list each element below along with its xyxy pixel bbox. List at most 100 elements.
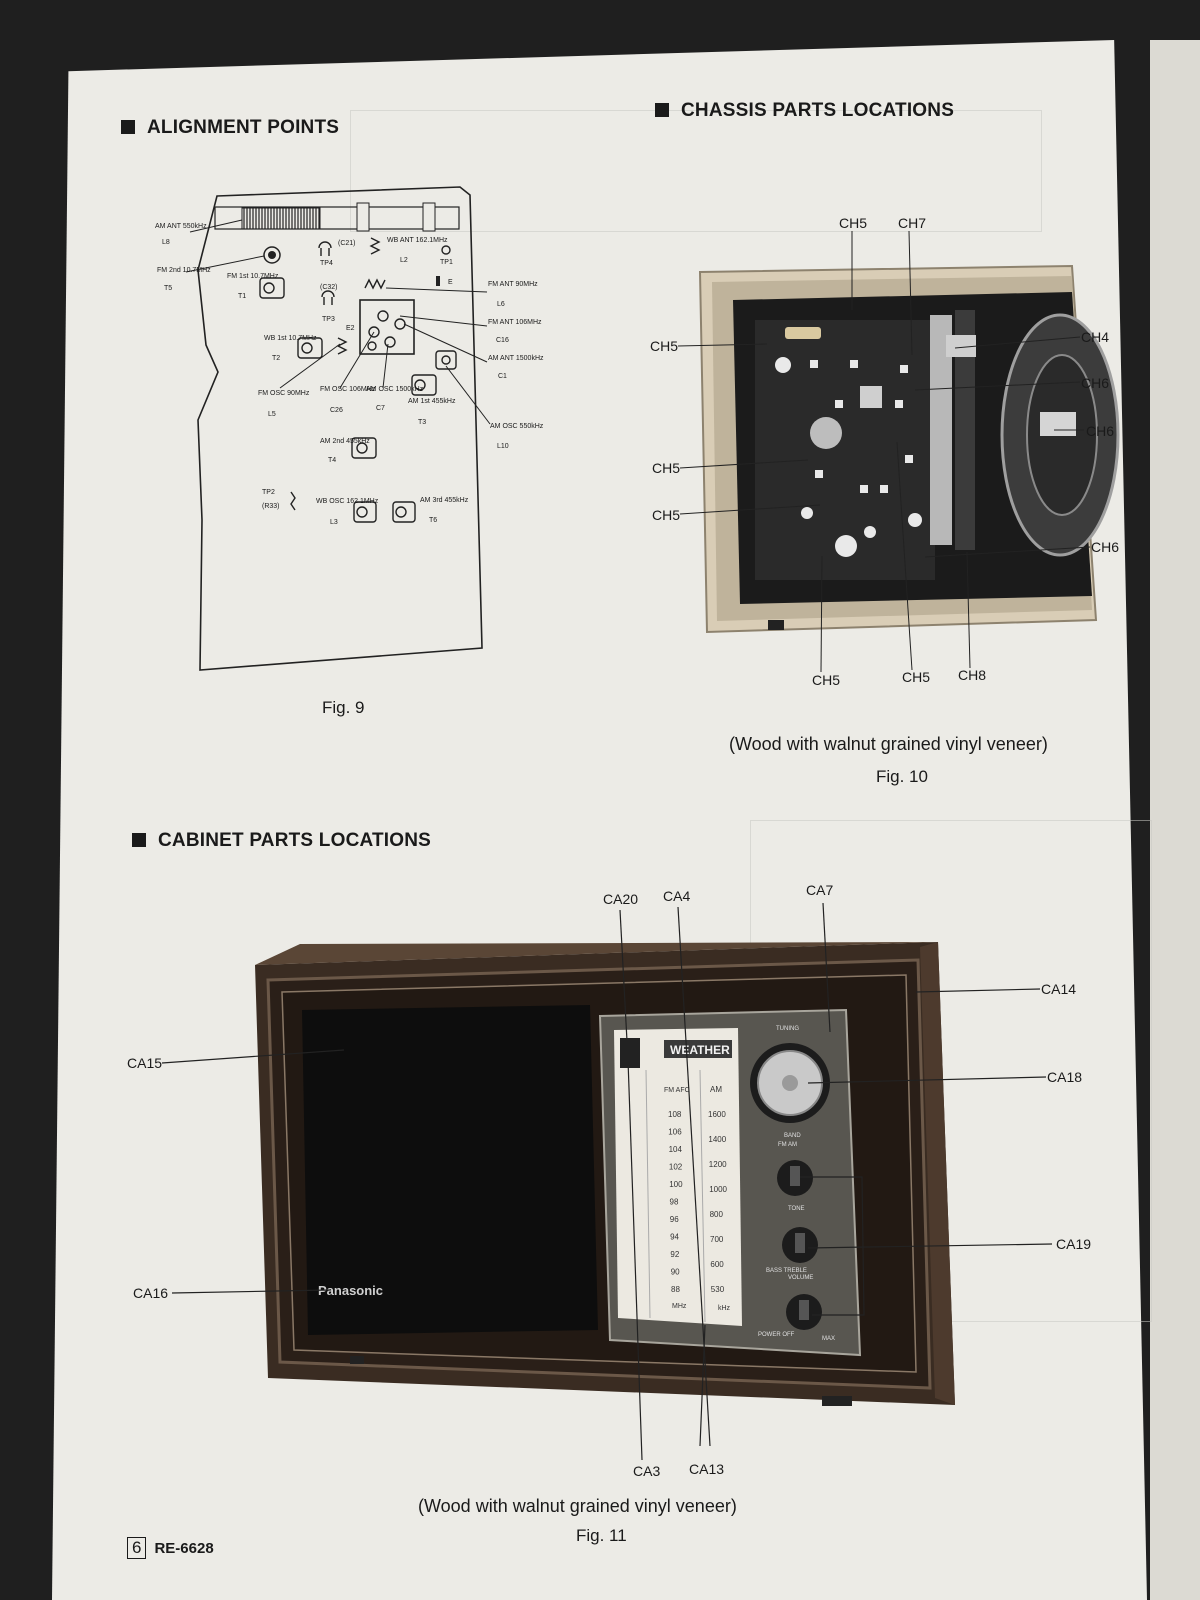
- label-ca18: CA18: [1047, 1069, 1082, 1085]
- label-ch5-bottom1: CH5: [812, 672, 840, 688]
- am-scale-mark: 800: [710, 1210, 724, 1219]
- label-t5: T5: [164, 285, 172, 292]
- band-options: FM AM: [778, 1142, 797, 1148]
- label-tp4: TP4: [320, 260, 333, 267]
- label-c16: C16: [496, 337, 509, 344]
- fm-scale-mark: 90: [671, 1268, 680, 1277]
- bleed-through-schematic: [350, 110, 1042, 232]
- label-t4: T4: [328, 457, 336, 464]
- label-ca13: CA13: [689, 1461, 724, 1477]
- label-am3rd: AM 3rd 455kHz: [420, 497, 469, 504]
- label-r33: (R33): [262, 503, 280, 510]
- max-label: MAX: [822, 1336, 835, 1342]
- label-am1st: AM 1st 455kHz: [408, 398, 456, 405]
- label-l6: L6: [497, 301, 505, 308]
- label-ch6-b: CH6: [1086, 423, 1114, 439]
- fm-scale-mark: 88: [671, 1285, 680, 1294]
- power-label: POWER OFF: [758, 1332, 795, 1338]
- fm-scale-mark: 94: [670, 1233, 679, 1242]
- label-ca7: CA7: [806, 882, 833, 898]
- label-wb1st: WB 1st 10.7MHz: [264, 335, 317, 342]
- label-fm-ant-90: FM ANT 90MHz: [488, 281, 538, 288]
- label-ch5-left1: CH5: [650, 338, 678, 354]
- label-t6: T6: [429, 517, 437, 524]
- label-ch5-bottom2: CH5: [902, 669, 930, 685]
- fig11-caption: (Wood with walnut grained vinyl veneer): [418, 1496, 737, 1516]
- label-ca14: CA14: [1041, 981, 1076, 997]
- fm-scale-mark: 92: [670, 1250, 679, 1259]
- label-tp1: TP1: [440, 259, 453, 266]
- am-scale-mark: 1400: [708, 1135, 726, 1144]
- label-t1: T1: [238, 293, 246, 300]
- am-scale-mark: 1600: [708, 1110, 726, 1119]
- fm-scale-header: FM AFC: [664, 1087, 690, 1094]
- label-fm-osc-106: FM OSC 106MHz: [320, 386, 376, 393]
- page-footer: 6 RE-6628: [127, 1537, 214, 1559]
- alignment-heading: ALIGNMENT POINTS: [121, 117, 339, 139]
- am-unit: kHz: [718, 1305, 731, 1312]
- label-fm2nd: FM 2nd 10.7MHz: [157, 267, 211, 274]
- fm-scale-mark: 100: [669, 1180, 683, 1189]
- label-ch6-a: CH6: [1081, 375, 1109, 391]
- label-fm1st: FM 1st 10.7MHz: [227, 273, 279, 280]
- label-ca19: CA19: [1056, 1236, 1091, 1252]
- am-scale-mark: 700: [710, 1235, 724, 1244]
- label-ca20: CA20: [603, 891, 638, 907]
- label-c7: C7: [376, 405, 385, 412]
- label-fm-osc-90: FM OSC 90MHz: [258, 390, 310, 397]
- label-l8: L8: [162, 239, 170, 246]
- label-fm-ant-106: FM ANT 106MHz: [488, 319, 542, 326]
- am-scale-mark: 600: [710, 1260, 724, 1269]
- label-l2: L2: [400, 257, 408, 264]
- am-scale-mark: 530: [711, 1285, 725, 1294]
- volume-label: VOLUME: [788, 1275, 813, 1281]
- label-ch5-left3: CH5: [652, 507, 680, 523]
- label-c1: C1: [498, 373, 507, 380]
- tone-options: BASS TREBLE: [766, 1268, 807, 1274]
- label-am-ant-1500: AM ANT 1500kHz: [488, 355, 544, 362]
- label-ca16: CA16: [133, 1285, 168, 1301]
- label-ca15: CA15: [127, 1055, 162, 1071]
- label-e2: E2: [346, 325, 355, 332]
- label-wb-ant: WB ANT 162.1MHz: [387, 237, 448, 244]
- label-c32: (C32): [320, 284, 338, 291]
- label-tp2: TP2: [262, 489, 275, 496]
- weather-badge: WEATHER: [670, 1043, 730, 1057]
- page-number: 6: [127, 1537, 147, 1559]
- am-scale-mark: 1200: [709, 1160, 727, 1169]
- tuning-label: TUNING: [776, 1026, 799, 1032]
- label-l3: L3: [330, 519, 338, 526]
- chassis-heading: CHASSIS PARTS LOCATIONS: [655, 100, 954, 122]
- label-c21: (C21): [338, 240, 356, 247]
- fm-scale-mark: 106: [668, 1128, 682, 1137]
- label-e: E: [448, 279, 453, 286]
- next-page-edge: [1150, 40, 1200, 1600]
- am-scale-mark: 1000: [709, 1185, 727, 1194]
- fig10-caption: (Wood with walnut grained vinyl veneer): [729, 734, 1048, 754]
- label-am2nd: AM 2nd 455kHz: [320, 438, 370, 445]
- label-wb-osc: WB OSC 162.1MHz: [316, 498, 379, 505]
- label-ch6-c: CH6: [1091, 539, 1119, 555]
- label-ch7: CH7: [898, 215, 926, 231]
- fig9-label: Fig. 9: [322, 698, 365, 717]
- label-l10: L10: [497, 443, 509, 450]
- label-am-osc-550: AM OSC 550kHz: [490, 423, 544, 430]
- label-ca3: CA3: [633, 1463, 660, 1479]
- label-ch8: CH8: [958, 667, 986, 683]
- tone-label: TONE: [788, 1206, 805, 1212]
- am-scale-header: AM: [710, 1085, 722, 1094]
- fm-scale-mark: 96: [670, 1215, 679, 1224]
- label-l5: L5: [268, 411, 276, 418]
- fig11-label: Fig. 11: [576, 1526, 627, 1545]
- label-t2: T2: [272, 355, 280, 362]
- label-t3: T3: [418, 419, 426, 426]
- label-ch5-top: CH5: [839, 215, 867, 231]
- fig10-label: Fig. 10: [876, 767, 928, 786]
- band-label: BAND: [784, 1133, 801, 1139]
- label-ch5-left2: CH5: [652, 460, 680, 476]
- fm-unit: MHz: [672, 1303, 687, 1310]
- fm-scale-mark: 108: [668, 1110, 682, 1119]
- cabinet-heading: CABINET PARTS LOCATIONS: [132, 830, 431, 852]
- label-c26: C26: [330, 407, 343, 414]
